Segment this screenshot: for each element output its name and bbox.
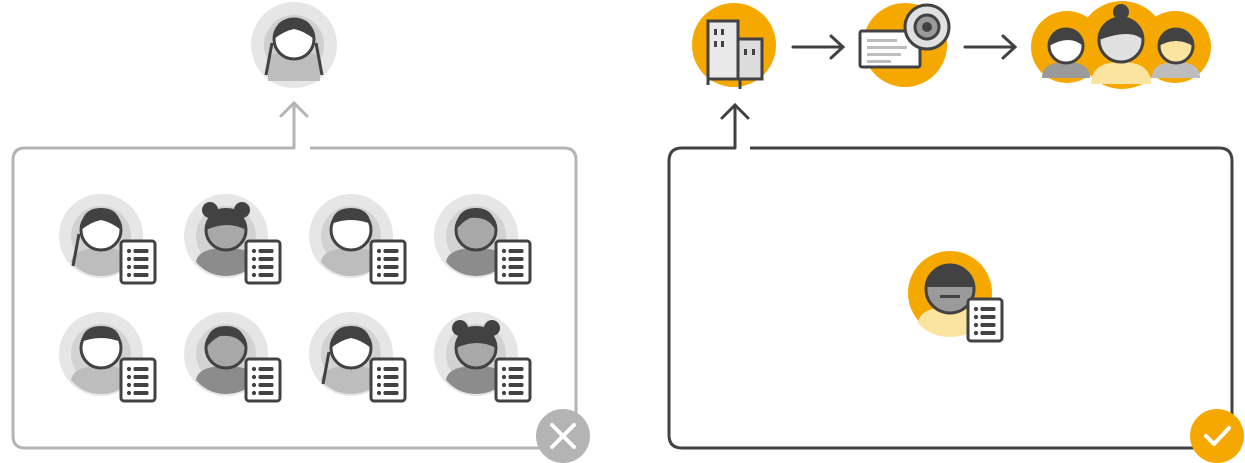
- right-panel: [667, 1, 1244, 463]
- pipeline-arrow-icon: [791, 34, 846, 60]
- output-person-icon: [251, 2, 337, 88]
- check-icon: [1204, 426, 1231, 446]
- left-frame: [11, 146, 578, 450]
- left-panel: [11, 2, 590, 463]
- profile-grid: [59, 194, 532, 403]
- approve-badge: [1190, 409, 1244, 463]
- person-with-document-icon: [184, 312, 282, 403]
- camera-document-icon: [858, 3, 951, 87]
- reject-badge: [536, 409, 590, 463]
- person-with-document-icon: [59, 312, 157, 403]
- document-icon: [244, 239, 282, 285]
- person-with-document-icon: [434, 194, 532, 285]
- person-with-document-icon: [59, 194, 157, 285]
- right-arrow-up-icon: [720, 102, 750, 150]
- right-frame: [667, 146, 1234, 450]
- building-icon: [692, 3, 776, 89]
- document-icon: [369, 357, 407, 403]
- document-icon: [244, 357, 282, 403]
- group-of-people-icon: [1031, 1, 1211, 89]
- document-icon: [966, 297, 1004, 343]
- person-with-document-icon: [184, 194, 282, 285]
- document-icon: [369, 239, 407, 285]
- close-icon: [550, 423, 576, 449]
- selected-profile-icon: [908, 251, 1004, 343]
- person-with-document-icon: [309, 194, 407, 285]
- document-icon: [494, 239, 532, 285]
- document-icon: [119, 357, 157, 403]
- left-arrow-up-icon: [279, 100, 309, 150]
- document-icon: [119, 239, 157, 285]
- person-with-document-icon: [309, 312, 407, 403]
- pipeline-arrow-icon: [963, 34, 1018, 60]
- person-with-document-icon: [434, 312, 532, 403]
- document-icon: [494, 357, 532, 403]
